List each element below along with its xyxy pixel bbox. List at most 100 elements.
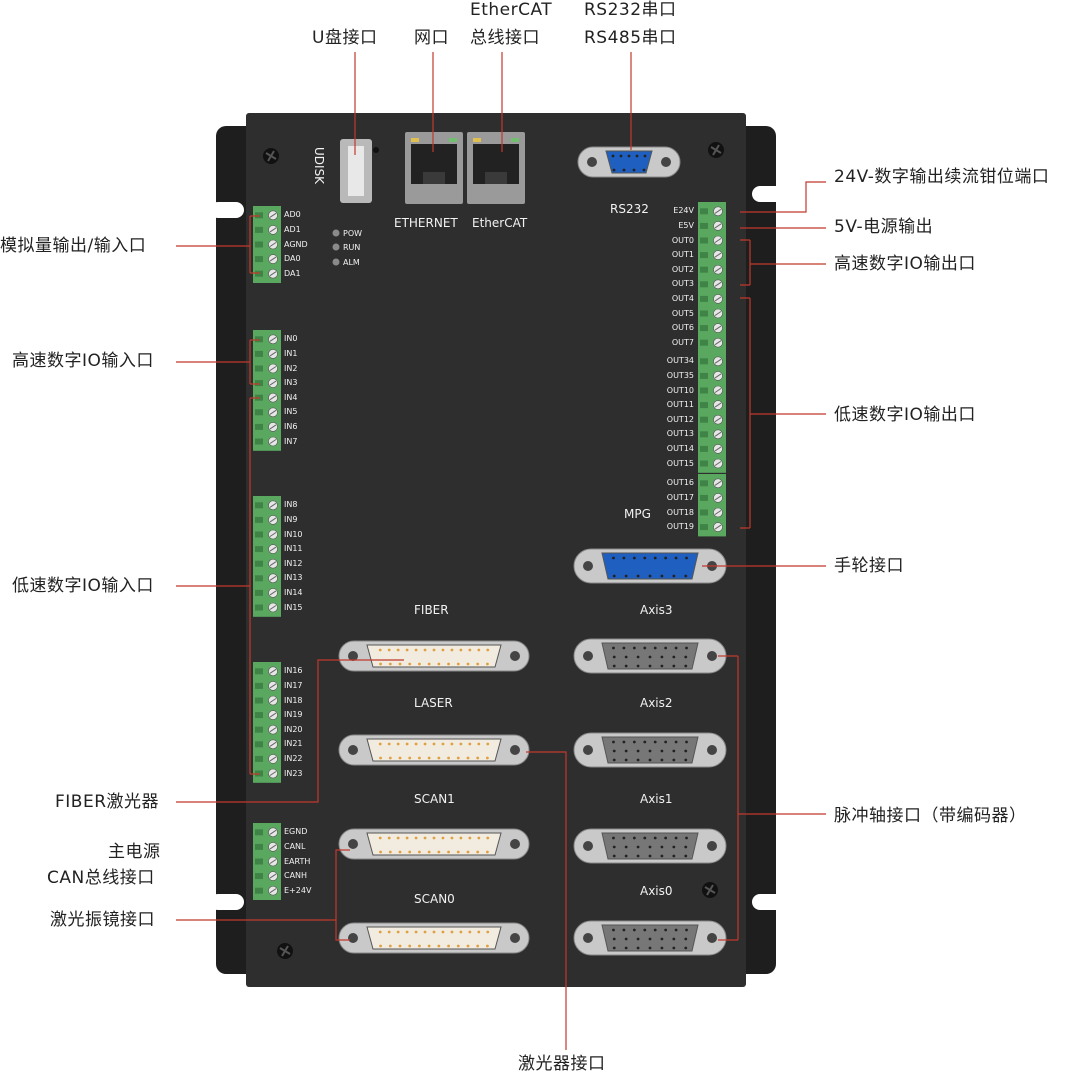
pin-dot	[632, 556, 636, 560]
pin-dot	[664, 928, 668, 932]
main-panel	[246, 113, 746, 987]
jack-screw-icon	[583, 841, 593, 851]
mpg-label: MPG	[624, 507, 651, 521]
pin-dot	[684, 854, 688, 858]
pin-dot	[622, 556, 626, 560]
pin-dot	[456, 756, 460, 760]
pin-dot	[648, 664, 652, 668]
jack-screw-icon	[348, 745, 358, 755]
pin-dot	[643, 740, 647, 744]
terminal-pin-label: OUT2	[671, 264, 694, 274]
pin-dot	[432, 836, 436, 840]
pin-dot	[624, 845, 628, 849]
terminal-pin-label: IN2	[284, 363, 298, 373]
terminal-opening	[255, 858, 263, 865]
pin-dot	[418, 944, 421, 948]
screw-groove	[269, 256, 277, 262]
scan0-connector	[366, 926, 502, 950]
pin-dot	[441, 742, 445, 746]
pin-dot	[486, 662, 489, 666]
pin-dot	[486, 742, 490, 746]
leader-line	[526, 751, 567, 1050]
terminal-opening	[255, 531, 263, 538]
pin-dot	[636, 574, 640, 578]
pin-dot	[612, 836, 615, 840]
pin-dot	[635, 154, 639, 158]
pin-dot	[405, 648, 409, 652]
terminal-opening	[700, 237, 708, 244]
pin-dot	[414, 742, 418, 746]
terminal-pin-label: OUT15	[666, 458, 694, 468]
pin-dot	[414, 836, 418, 840]
terminal-opening	[700, 431, 708, 438]
pin-dot	[387, 836, 391, 840]
pin-dot	[477, 836, 481, 840]
pin-dot	[648, 574, 652, 578]
terminal-opening	[700, 295, 708, 302]
pin-dot	[684, 749, 688, 753]
screw-groove	[269, 502, 277, 508]
pin-dot	[684, 758, 688, 762]
terminal-pin-label: IN18	[284, 695, 303, 705]
pin-dot	[648, 946, 652, 950]
pin-dot	[437, 756, 441, 760]
pin-dot	[612, 664, 616, 668]
fiber-connector	[366, 644, 502, 668]
pin-dot	[379, 850, 382, 854]
screw-groove	[714, 495, 722, 501]
laser-label: LASER	[414, 696, 453, 710]
pin-dot	[441, 930, 445, 934]
terminal-pin-label: IN10	[284, 529, 303, 539]
screw-groove	[714, 296, 722, 302]
pin-dot	[468, 648, 472, 652]
callout-analog-io: 模拟量输出/输入口	[0, 236, 147, 256]
screw-groove	[714, 480, 722, 486]
pin-dot	[459, 648, 463, 652]
jack-screw-icon	[661, 157, 671, 167]
terminal-pin-label: OUT13	[666, 429, 694, 439]
terminal-pin-label: IN7	[284, 436, 298, 446]
pin-dot	[672, 574, 676, 578]
pin-dot	[387, 648, 391, 652]
pin-dot	[632, 928, 636, 932]
screw-groove	[269, 532, 277, 537]
mpg-connector	[601, 552, 699, 580]
screw-slot	[265, 150, 277, 162]
screw-groove	[269, 575, 277, 581]
pin-dot	[378, 930, 382, 934]
pin-dot	[636, 946, 640, 950]
pin-dot	[685, 556, 688, 560]
screw-groove	[269, 756, 277, 762]
pin-dot	[378, 742, 382, 746]
jack-screw-icon	[510, 933, 520, 943]
rj45-led-icon	[411, 138, 419, 142]
pin-dot	[672, 749, 676, 753]
screw-groove	[714, 402, 722, 408]
pin-dot	[685, 646, 688, 650]
led-label-alm: ALM	[343, 258, 360, 267]
pin-dot	[653, 646, 657, 650]
terminal-block	[253, 496, 281, 617]
pin-dot	[378, 648, 382, 652]
pin-dot	[672, 854, 676, 858]
leader-line	[740, 297, 826, 529]
pin-dot	[450, 930, 454, 934]
pin-dot	[486, 850, 489, 854]
screw-groove	[269, 227, 277, 233]
terminal-opening	[700, 222, 708, 229]
terminal-pin-label: OUT7	[671, 337, 694, 347]
pin-dot	[636, 758, 640, 762]
pin-dot	[660, 655, 664, 659]
screw-slot	[279, 945, 291, 957]
terminal-pin-label: OUT12	[666, 414, 694, 424]
pin-dot	[636, 937, 640, 941]
pin-dot	[466, 662, 470, 666]
terminal-pin-label: IN22	[284, 753, 303, 763]
screw-groove	[269, 741, 277, 747]
jack-screw-icon	[707, 841, 717, 851]
pin-dot	[612, 937, 616, 941]
terminal-opening	[255, 516, 263, 523]
pin-dot	[441, 836, 445, 840]
pin-dot	[423, 648, 427, 652]
usb-led-icon	[373, 147, 379, 153]
